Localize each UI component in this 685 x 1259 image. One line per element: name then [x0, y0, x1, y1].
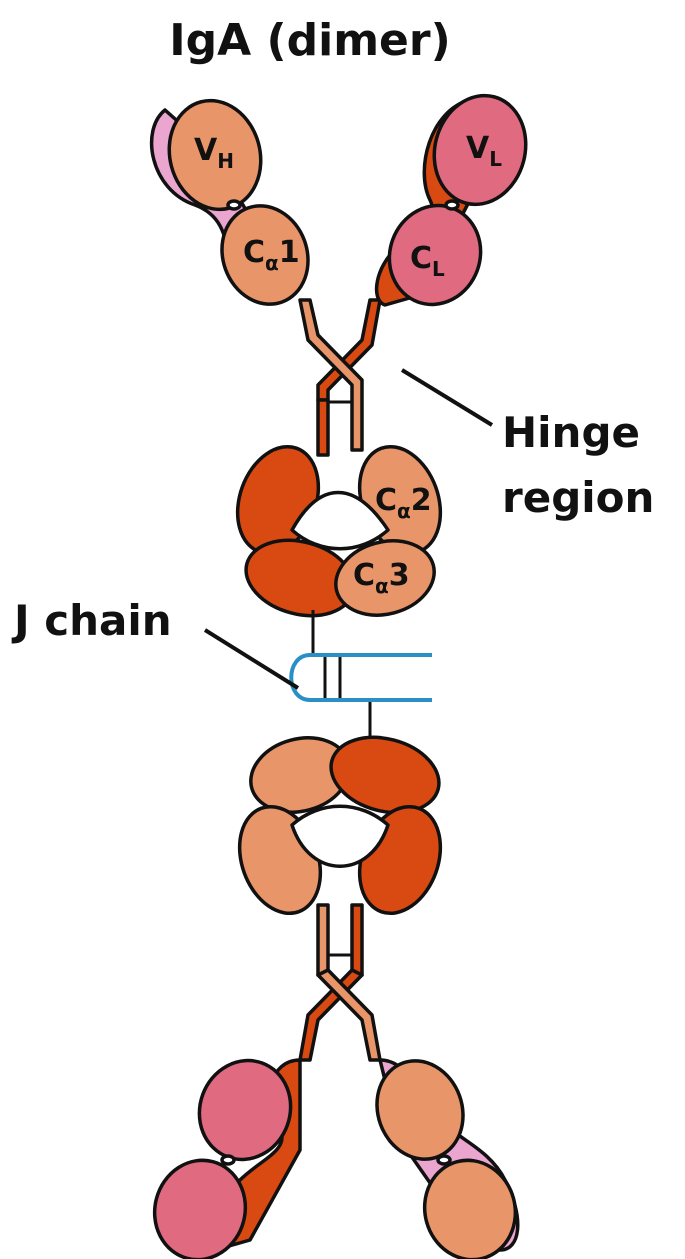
vh-label: V	[194, 133, 218, 168]
hinge-label-line1: Hinge	[502, 408, 640, 457]
j-chain-callout: J chain	[11, 596, 298, 688]
ca1-sub: α	[265, 251, 279, 275]
j-chain-loop	[291, 655, 432, 700]
ca3-suffix: 3	[389, 558, 410, 593]
ca2-sub: α	[397, 499, 411, 523]
cl-sub: L	[432, 257, 445, 281]
j-chain-label: J chain	[11, 596, 172, 645]
j-chain-leader-line	[205, 630, 298, 688]
cl-label: C	[410, 241, 432, 276]
lower-right-fab	[363, 1049, 526, 1259]
vl-sub: L	[489, 147, 502, 171]
lower-fc-ring	[225, 726, 454, 925]
lower-monomer	[144, 726, 527, 1259]
lower-hinge	[300, 905, 380, 1060]
upper-left-fab: VH Cα1	[152, 90, 322, 316]
lower-left-fab	[144, 1048, 305, 1259]
ca2-label: C	[375, 483, 397, 518]
diagram-title: IgA (dimer)	[169, 15, 450, 66]
ca2-suffix: 2	[411, 483, 432, 518]
hinge-leader-line	[402, 370, 492, 425]
ca3-sub: α	[375, 574, 389, 598]
hinge-label-line2: region	[502, 473, 654, 522]
upper-fc-ring: Cα2 Cα3	[223, 435, 454, 627]
ca3-label: C	[353, 558, 375, 593]
upper-monomer: VH Cα1 VL CL Cα2 Cα3	[152, 85, 538, 627]
ca1-suffix: 1	[279, 235, 300, 270]
upper-right-fab: VL CL	[376, 85, 538, 317]
ca1-label: C	[243, 235, 265, 270]
j-chain	[291, 610, 432, 740]
upper-hinge	[300, 300, 380, 455]
vl-label: V	[466, 131, 490, 166]
vh-sub: H	[217, 149, 234, 173]
